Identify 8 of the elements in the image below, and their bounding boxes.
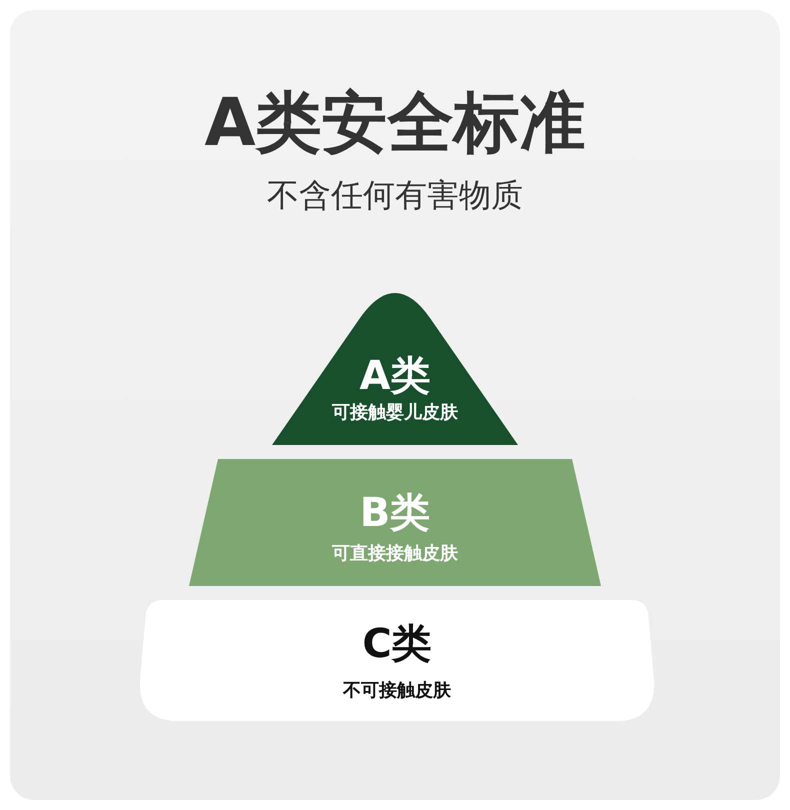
tier-description: 可接触婴儿皮肤 bbox=[331, 401, 459, 424]
tier-description: 可直接接触皮肤 bbox=[331, 542, 459, 565]
tier-heading: C类 bbox=[361, 620, 433, 669]
subtitle: 不含任何有害物质 bbox=[266, 175, 524, 216]
title: A类安全标准 bbox=[203, 83, 587, 163]
tier-heading: A类 bbox=[358, 352, 432, 401]
tier-heading: B类 bbox=[358, 489, 432, 538]
tier-description: 不可接触皮肤 bbox=[342, 679, 452, 702]
